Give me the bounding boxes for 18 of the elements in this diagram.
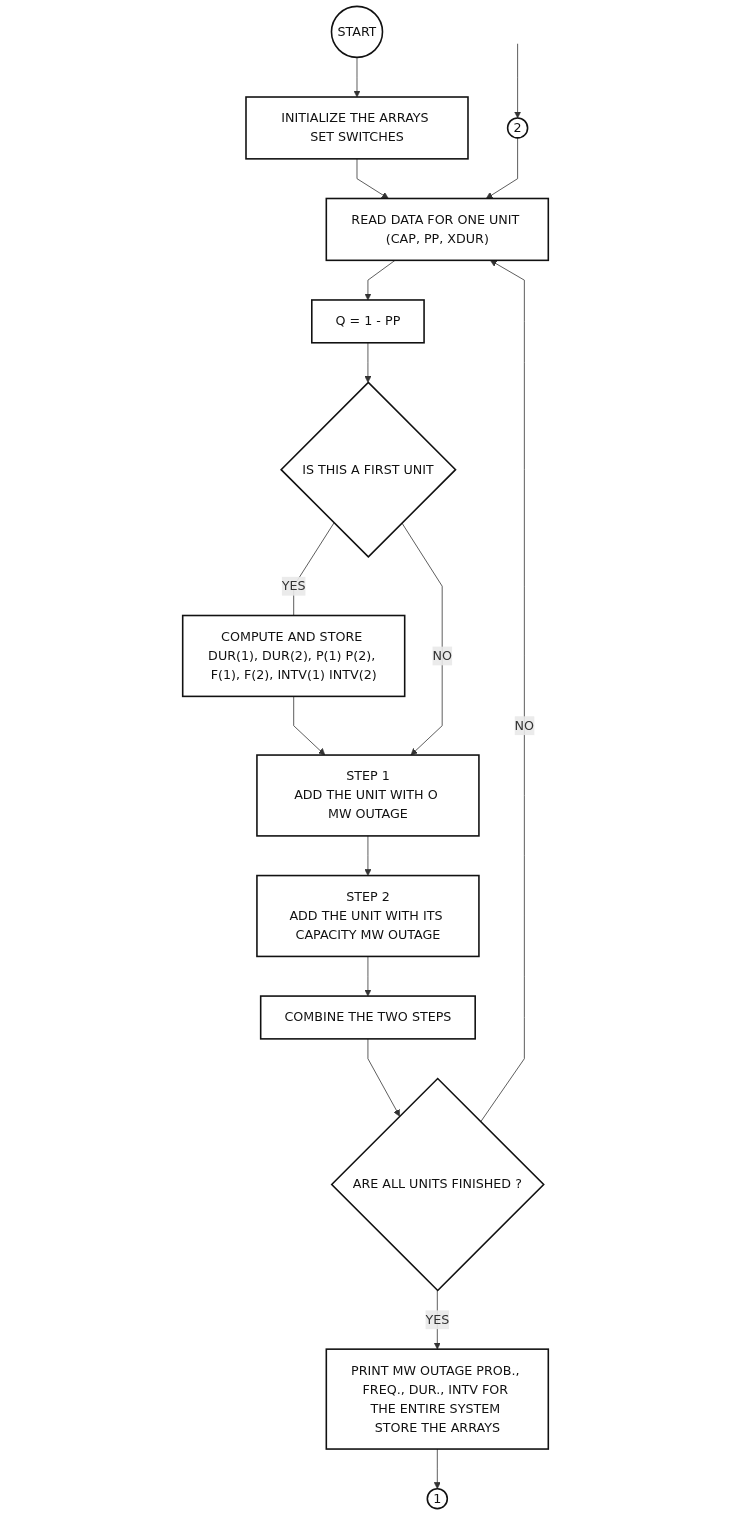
node-circle: 1 — [426, 1487, 449, 1510]
node-box: STEP 2 ADD THE UNIT WITH ITS CAPACITY MW OUTAGE — [256, 874, 480, 958]
connector — [293, 522, 335, 616]
edge-label: NO — [514, 717, 535, 733]
node-circle: 2 — [506, 117, 529, 139]
node-circle: START — [330, 5, 384, 59]
node-diamond: IS THIS A FIRST UNIT — [280, 381, 457, 558]
node-box: Q = 1 - PP — [311, 299, 425, 344]
node-box: STEP 1 ADD THE UNIT WITH O MW OUTAGE — [256, 754, 480, 837]
edge-label: YES — [281, 578, 306, 594]
edge-label: NO — [432, 648, 452, 664]
node-box: COMBINE THE TWO STEPS — [259, 995, 476, 1040]
node-box: PRINT MW OUTAGE PROB., FREQ., DUR., INTV FOR THE ENTIRE SYSTEM STORE THE ARRAYS — [325, 1348, 550, 1450]
node-box: READ DATA FOR ONE UNIT (CAP, PP, XDUR) — [325, 197, 550, 262]
node-box: COMPUTE AND STORE DUR(1), DUR(2), P(1) P(2), F(1), F(2), INTV(1) INTV(2) — [181, 614, 406, 698]
edge-label: YES — [425, 1311, 450, 1327]
node-diamond: ARE ALL UNITS FINISHED ? — [330, 1077, 545, 1292]
node-box: INITIALIZE THE ARRAYS SET SWITCHES — [245, 96, 469, 160]
